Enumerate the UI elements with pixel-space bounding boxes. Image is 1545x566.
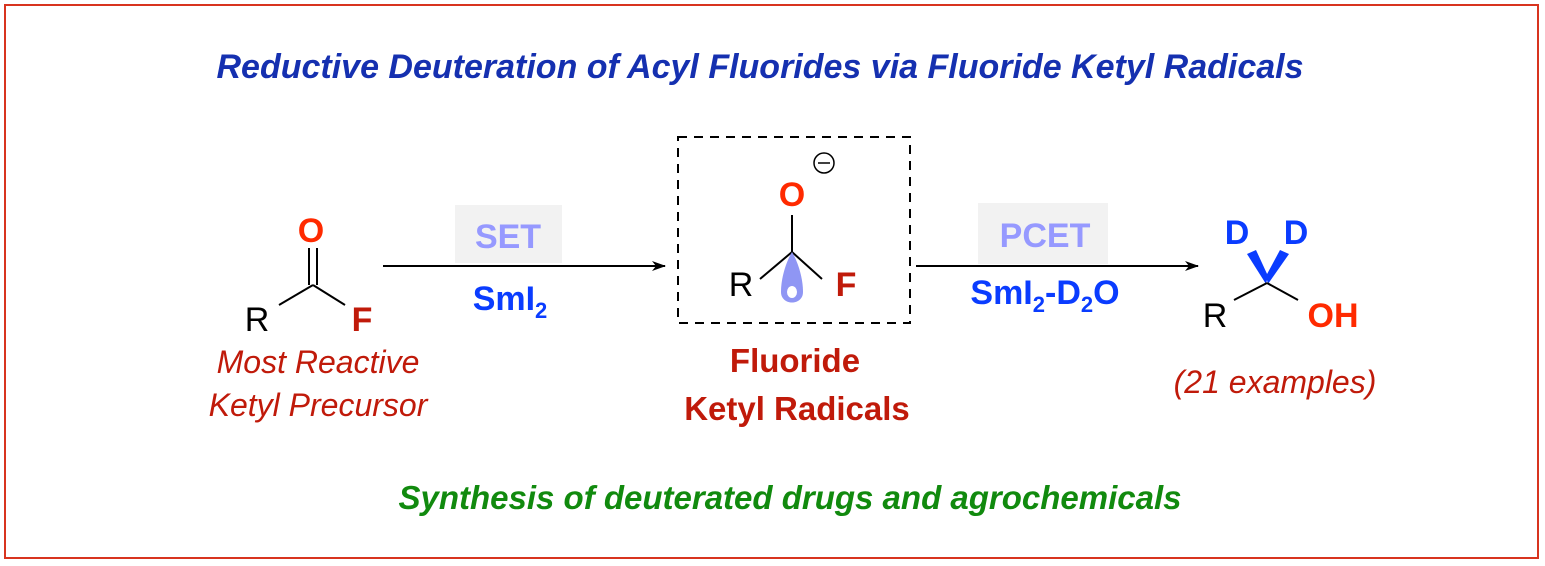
reagent-text: O	[1093, 274, 1119, 312]
deuterated-alcohol-structure: D D R OH	[1203, 214, 1359, 335]
atom-oxygen: O	[779, 176, 805, 214]
bond-c-r	[1233, 282, 1268, 301]
scheme-title: Reductive Deuteration of Acyl Fluorides …	[216, 48, 1303, 86]
bond-c-r	[278, 284, 314, 306]
reagent-subscript: 2	[1081, 292, 1093, 317]
atom-oxygen: O	[298, 212, 324, 250]
atom-deuterium: D	[1225, 214, 1250, 252]
intermediate-caption-line1: Fluoride	[730, 342, 860, 379]
atom-r: R	[729, 266, 754, 304]
radical-orbital-lobe-icon	[781, 252, 803, 303]
reagent-text: SmI	[970, 274, 1032, 312]
atom-r: R	[1203, 297, 1228, 335]
starting-material-caption-line1: Most Reactive	[217, 344, 420, 380]
step2-reagent: SmI2-D2O	[970, 274, 1119, 317]
intermediate-caption-line2: Ketyl Radicals	[684, 390, 910, 427]
frame-border	[4, 4, 1539, 559]
set-label: SET	[475, 218, 541, 256]
wedge-bond	[1247, 250, 1268, 284]
hydroxyl-group: OH	[1308, 297, 1359, 335]
bond-c-f	[791, 251, 823, 280]
bond-c-r	[759, 251, 793, 280]
bond-c-o	[1266, 282, 1299, 301]
ketyl-radical-structure: O R F	[729, 152, 857, 304]
unpaired-electron-icon	[787, 286, 797, 298]
intermediate-dashed-box	[677, 136, 911, 324]
acyl-fluoride-structure: O R F	[245, 212, 373, 339]
atom-r: R	[245, 301, 270, 339]
pcet-label: PCET	[1000, 217, 1091, 255]
footer-subtitle: Synthesis of deuterated drugs and agroch…	[398, 479, 1181, 516]
atom-deuterium: D	[1284, 214, 1309, 252]
reagent-text: -D	[1045, 274, 1081, 312]
wedge-bond	[1266, 250, 1289, 284]
product-caption: (21 examples)	[1174, 364, 1377, 400]
atom-fluorine: F	[836, 266, 857, 304]
reagent-subscript: 2	[1033, 292, 1045, 317]
pcet-label-background	[978, 203, 1108, 264]
step1-reagent: SmI2	[473, 280, 548, 323]
bond-c-f	[312, 284, 346, 306]
set-label-background	[455, 205, 562, 263]
reagent-text: SmI	[473, 280, 535, 318]
atom-fluorine: F	[352, 301, 373, 339]
starting-material-caption-line2: Ketyl Precursor	[209, 387, 429, 423]
reagent-subscript: 2	[535, 298, 547, 323]
